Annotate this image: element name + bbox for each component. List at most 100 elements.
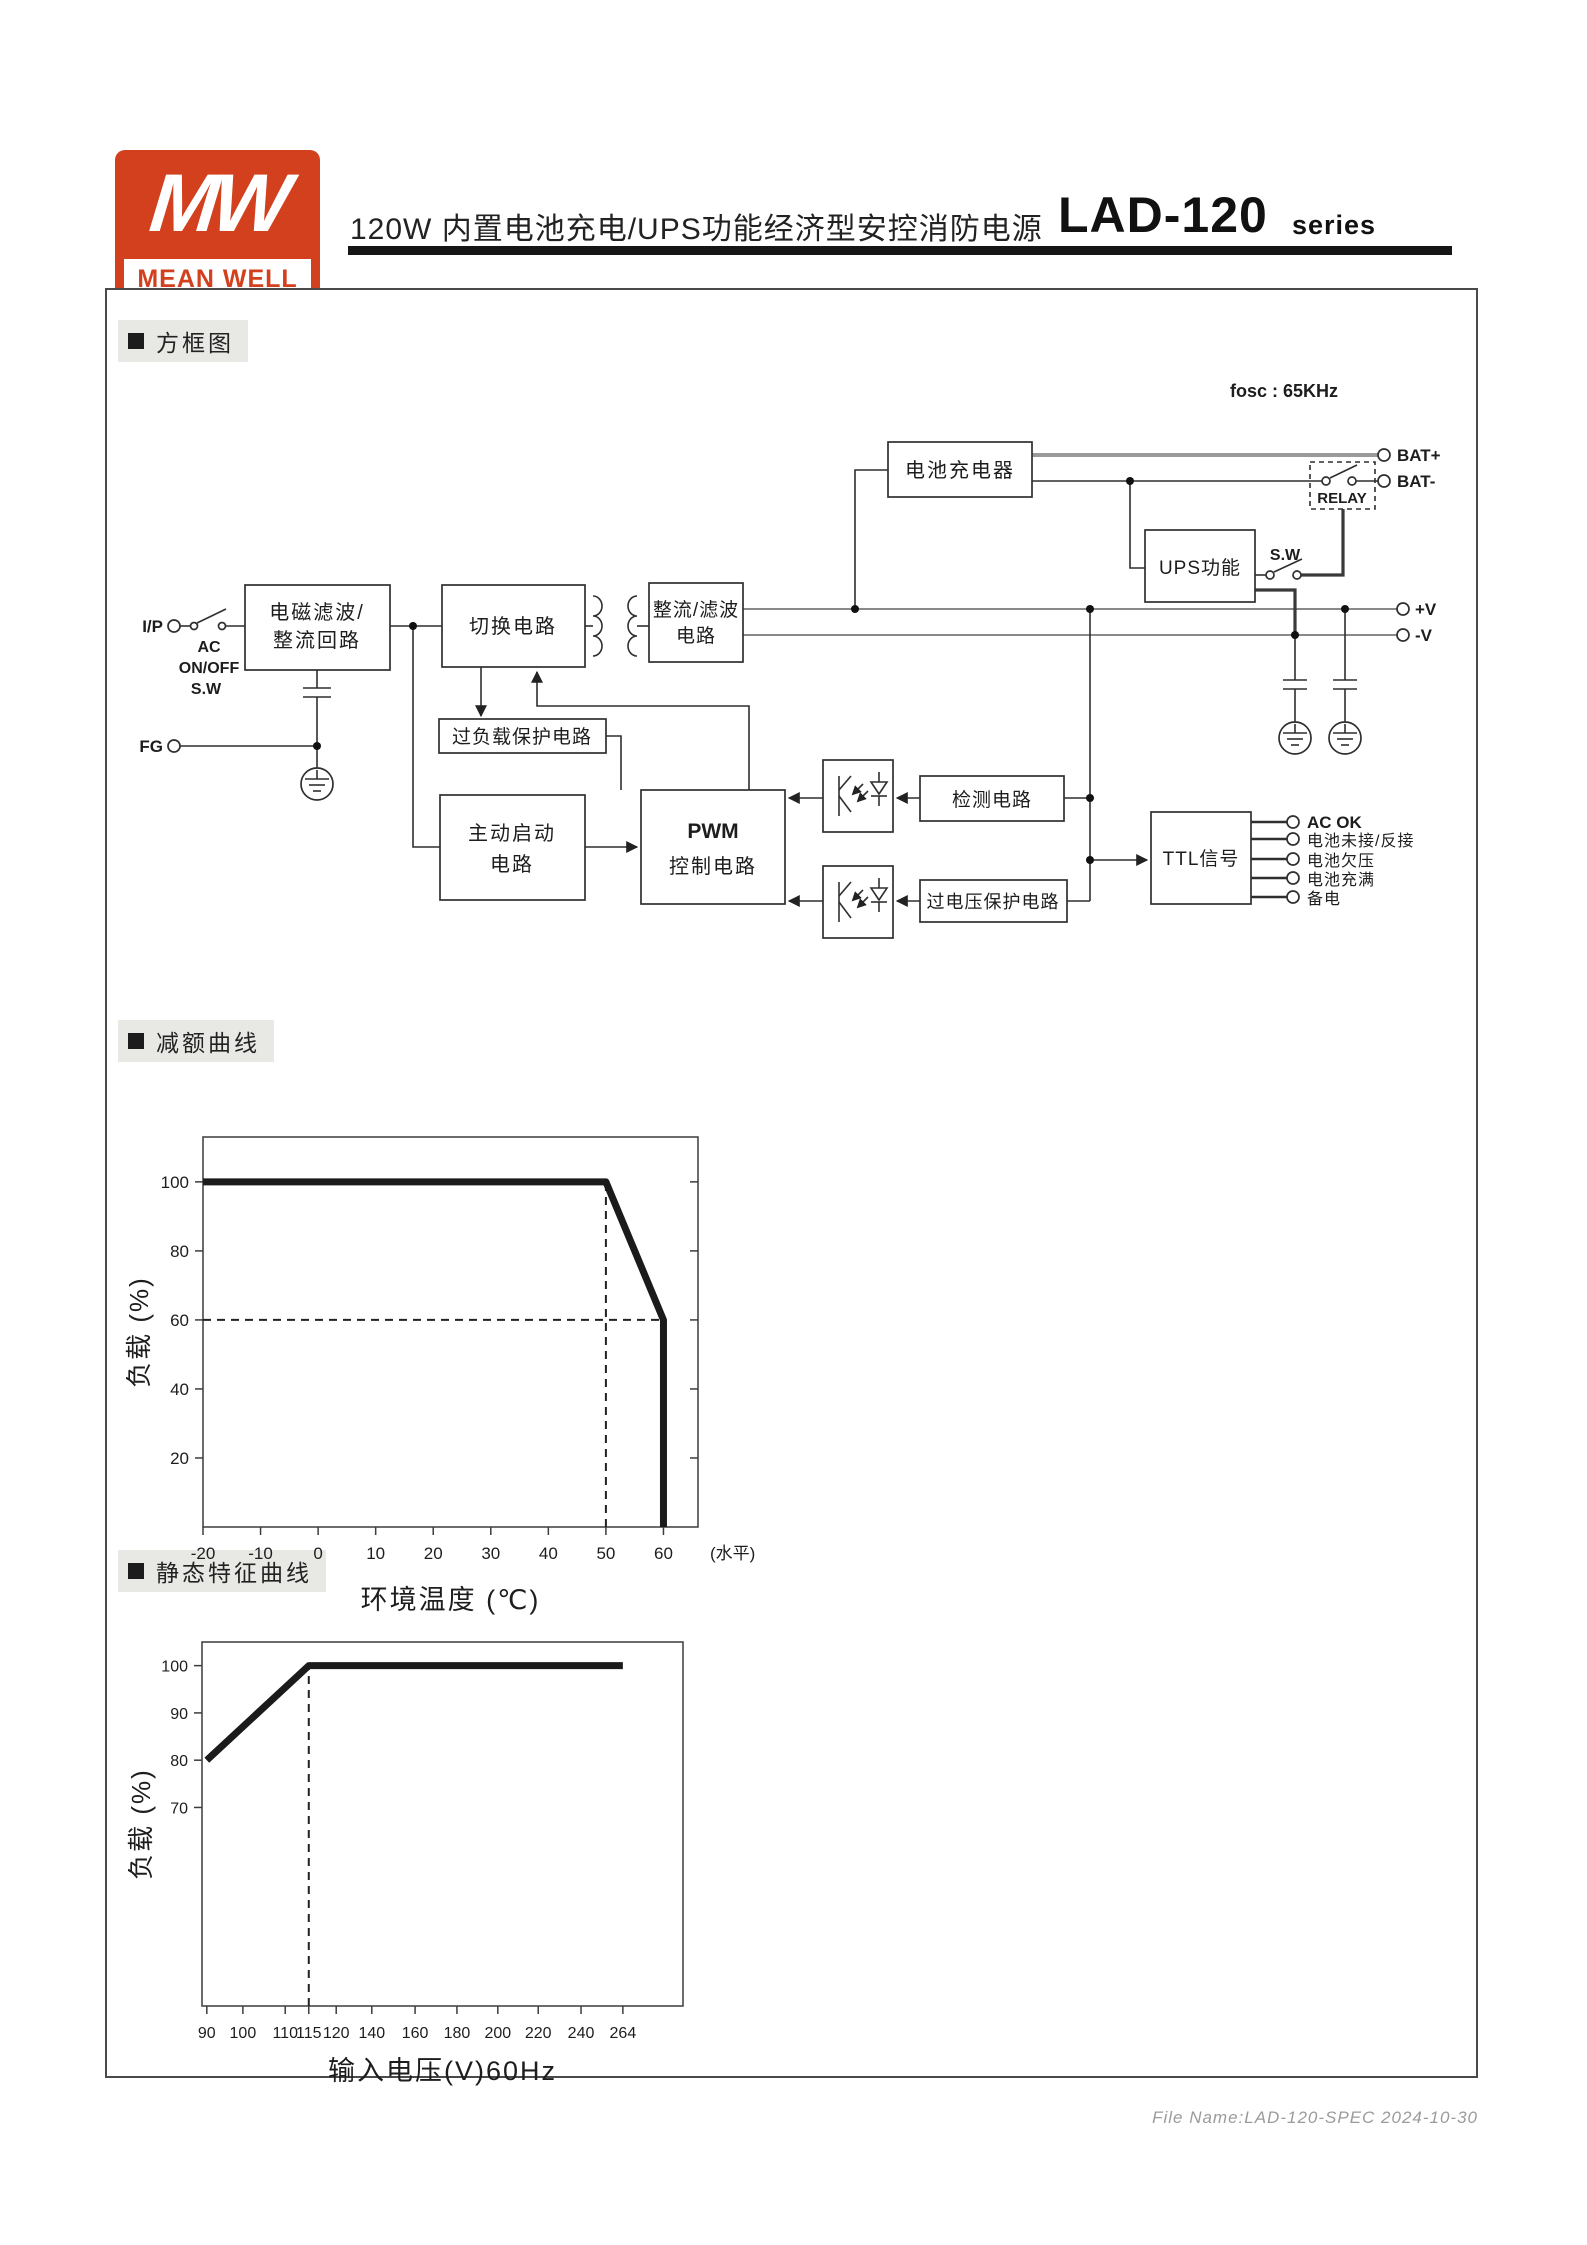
file-name-footer: File Name:LAD-120-SPEC 2024-10-30 [1152, 2108, 1478, 2127]
x-tick-label: 50 [596, 1544, 615, 1563]
ac-onoff-switch-label: AC ON/OFF S.W [179, 639, 240, 698]
svg-text:电池未接/反接: 电池未接/反接 [1307, 832, 1414, 850]
svg-text:BAT-: BAT- [1397, 472, 1435, 491]
svg-text:整流回路: 整流回路 [273, 629, 361, 652]
terminal-ip: I/P [142, 617, 227, 636]
x-tick-label: -20 [191, 1544, 216, 1563]
terminal-bat-plus: BAT+ [1377, 446, 1441, 465]
mw-logo-glyph: MW [145, 158, 290, 249]
x-tick-label: 30 [481, 1544, 500, 1563]
svg-text:电路: 电路 [676, 625, 716, 647]
block-overload-protection: 过负载保护电路 [438, 718, 607, 754]
svg-text:UPS功能: UPS功能 [1159, 557, 1241, 579]
y-tick-label: 100 [161, 1173, 189, 1192]
page-title: 120W 内置电池充电/UPS功能经济型安控消防电源 [350, 213, 1043, 246]
section-square-icon [128, 1563, 144, 1579]
section-derating-curve: 减额曲线 [118, 1020, 274, 1062]
svg-text:过电压保护电路: 过电压保护电路 [927, 892, 1060, 912]
block-ttl-signal: TTL信号 [1150, 811, 1252, 905]
terminal-fg: FG [139, 737, 181, 756]
svg-text:电池充满: 电池充满 [1307, 871, 1375, 889]
block-active-start: 主动启动 电路 [439, 794, 586, 901]
block-overvoltage-protection: 过电压保护电路 [919, 879, 1068, 923]
x-tick-label: 100 [230, 2025, 257, 2042]
x-tick-label: 220 [525, 2025, 552, 2042]
ground-icon [300, 767, 334, 801]
svg-text:电路: 电路 [490, 853, 534, 876]
sw-switch: S.W [1265, 547, 1302, 580]
svg-text:整流/滤波: 整流/滤波 [653, 599, 739, 621]
x-tick-label: 110 [272, 2025, 298, 2042]
svg-text:RELAY: RELAY [1317, 490, 1366, 507]
svg-text:I/P: I/P [142, 617, 163, 636]
x-axis-suffix: (水平) [710, 1544, 755, 1563]
section-static-curve: 静态特征曲线 [118, 1550, 326, 1592]
x-tick-label: 264 [610, 2025, 637, 2042]
terminal-bat-minus: BAT- [1377, 472, 1435, 491]
terminal-v-plus: +V [1396, 600, 1437, 619]
model-name: LAD-120 [1058, 187, 1268, 243]
svg-text:主动启动: 主动启动 [468, 822, 556, 845]
svg-text:AC: AC [197, 639, 221, 656]
x-tick-label: 120 [323, 2025, 350, 2042]
block-diagram: fosc : 65KHz [139, 381, 1441, 939]
transformer-icon [592, 595, 638, 657]
y-tick-label: 20 [170, 1449, 189, 1468]
x-tick-label: 160 [402, 2025, 429, 2042]
y-tick-label: 60 [170, 1311, 189, 1330]
svg-text:过负载保护电路: 过负载保护电路 [452, 726, 592, 748]
plot-box [201, 1641, 684, 2007]
series-label: series [1292, 210, 1377, 240]
ttl-output-terminals: AC OK 电池未接/反接 电池欠压 电池充满 备电 [1286, 813, 1414, 908]
terminal-v-minus: -V [1396, 626, 1433, 645]
svg-text:控制电路: 控制电路 [669, 855, 757, 878]
svg-text:-V: -V [1415, 626, 1433, 645]
y-tick-label: 100 [161, 1659, 188, 1676]
svg-text:PWM: PWM [687, 820, 738, 843]
meanwell-logo: MW MEAN WELL [115, 150, 320, 308]
svg-text:电池充电器: 电池充电器 [905, 459, 1015, 482]
data-curve [204, 1662, 623, 1763]
junction-dots [313, 477, 1349, 864]
x-tick-label: 240 [568, 2025, 595, 2042]
title-rule [348, 246, 1452, 255]
svg-text:切换电路: 切换电路 [469, 615, 557, 638]
ground-icon [1328, 721, 1362, 755]
block-emi-filter: 电磁滤波/ 整流回路 [244, 584, 391, 671]
svg-text:ON/OFF: ON/OFF [179, 660, 240, 677]
svg-text:TTL信号: TTL信号 [1163, 848, 1240, 870]
svg-text:AC OK: AC OK [1307, 813, 1363, 832]
x-tick-label: 140 [358, 2025, 385, 2042]
y-axis-title: 负载 (%) [126, 1768, 156, 1880]
svg-text:检测电路: 检测电路 [952, 789, 1032, 811]
svg-text:+V: +V [1415, 600, 1437, 619]
block-switching-circuit: 切换电路 [441, 584, 586, 668]
x-tick-label: 40 [539, 1544, 558, 1563]
x-axis-title: 输入电压(V)60Hz [328, 2056, 557, 2086]
x-tick-label: 200 [484, 2025, 511, 2042]
svg-text:S.W: S.W [191, 681, 222, 698]
svg-text:备电: 备电 [1307, 890, 1341, 908]
block-battery-charger: 电池充电器 [887, 441, 1033, 498]
svg-text:电池欠压: 电池欠压 [1307, 852, 1375, 870]
svg-text:BAT+: BAT+ [1397, 446, 1441, 465]
x-tick-label: 90 [198, 2025, 216, 2042]
svg-text:电磁滤波/: 电磁滤波/ [269, 601, 365, 624]
plot-box [202, 1136, 699, 1528]
x-tick-label: 20 [424, 1544, 443, 1563]
data-curve [203, 1178, 667, 1527]
block-rectifier-filter: 整流/滤波 电路 [648, 582, 744, 663]
svg-text:FG: FG [139, 737, 163, 756]
x-tick-label: 180 [444, 2025, 471, 2042]
y-tick-label: 90 [170, 1706, 188, 1723]
y-axis-title: 负载 (%) [124, 1276, 154, 1388]
block-detection-circuit: 检测电路 [919, 775, 1065, 822]
section-square-icon [128, 333, 144, 349]
fosc-label: fosc : 65KHz [1230, 381, 1338, 401]
x-tick-label: -10 [248, 1544, 273, 1563]
x-tick-label: 10 [366, 1544, 385, 1563]
block-ups-function: UPS功能 [1144, 529, 1256, 603]
x-tick-label: 0 [313, 1544, 322, 1563]
